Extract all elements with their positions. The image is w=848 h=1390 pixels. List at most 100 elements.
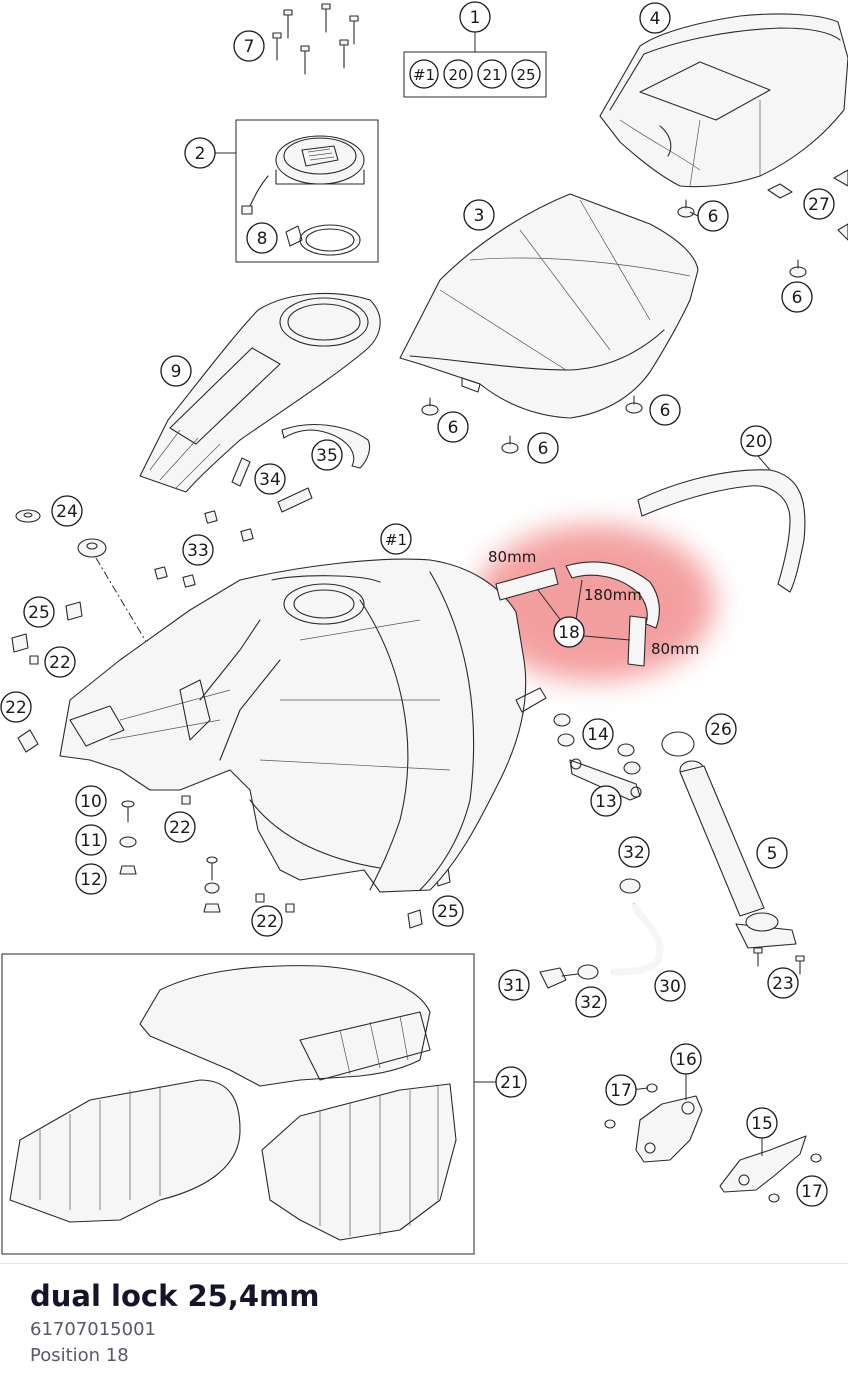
bracket-13[interactable] <box>569 758 642 801</box>
callout-18[interactable]: 18 <box>553 616 585 648</box>
callout-6-a[interactable]: 6 <box>697 200 729 232</box>
screw-set-center[interactable] <box>203 856 221 913</box>
part-position: Position 18 <box>30 1345 129 1366</box>
callout-31[interactable]: 31 <box>498 969 530 1001</box>
callout-22-c[interactable]: 22 <box>164 811 196 843</box>
valve-31[interactable] <box>539 967 579 989</box>
callout-6-d[interactable]: 6 <box>437 411 469 443</box>
svg-text:22: 22 <box>5 698 27 718</box>
screw-10[interactable] <box>121 800 135 823</box>
callout-6-c[interactable]: 6 <box>649 394 681 426</box>
callout-10[interactable]: 10 <box>75 785 107 817</box>
svg-text:35: 35 <box>316 446 338 466</box>
kit-box-items: #1 20 21 25 <box>409 59 541 89</box>
callout-21[interactable]: 21 <box>495 1066 527 1098</box>
callout-11[interactable]: 11 <box>75 824 107 856</box>
callout-5[interactable]: 5 <box>756 837 788 869</box>
pads-34[interactable] <box>231 457 313 513</box>
svg-text:2: 2 <box>195 144 206 164</box>
svg-text:9: 9 <box>171 362 182 382</box>
callout-32-a[interactable]: 32 <box>618 836 650 868</box>
svg-text:26: 26 <box>710 720 732 740</box>
fuel-tank-1[interactable] <box>59 558 547 893</box>
callout-17-b[interactable]: 17 <box>796 1175 828 1207</box>
callout-7[interactable]: 7 <box>233 30 265 62</box>
svg-text:17: 17 <box>610 1081 632 1101</box>
callout-22-d[interactable]: 22 <box>251 905 283 937</box>
svg-text:22: 22 <box>256 912 278 932</box>
callout-14[interactable]: 14 <box>582 718 614 750</box>
exploded-parts-diagram: 80mm 180mm 80mm #1 20 21 25 1 4 7 2 8 27… <box>0 1 848 1255</box>
clips-33[interactable] <box>154 510 254 588</box>
svg-text:22: 22 <box>49 653 71 673</box>
fuel-cap-2[interactable] <box>241 135 365 215</box>
svg-text:32: 32 <box>580 993 602 1013</box>
callout-15[interactable]: 15 <box>746 1107 778 1139</box>
svg-text:#1: #1 <box>413 66 435 84</box>
callout-22-b[interactable]: 22 <box>0 691 32 723</box>
callout-34[interactable]: 34 <box>254 463 286 495</box>
callout-9[interactable]: 9 <box>160 355 192 387</box>
divider <box>0 1263 848 1264</box>
callout-26[interactable]: 26 <box>705 713 737 745</box>
pillion-seat-4[interactable] <box>599 13 848 188</box>
screws-23[interactable] <box>753 947 805 975</box>
callout-32-b[interactable]: 32 <box>575 986 607 1018</box>
callout-3[interactable]: 3 <box>463 199 495 231</box>
screws-17[interactable] <box>604 1083 822 1203</box>
callout-8[interactable]: 8 <box>246 222 278 254</box>
svg-text:23: 23 <box>772 974 794 994</box>
svg-text:34: 34 <box>259 470 281 490</box>
svg-text:17: 17 <box>801 1182 823 1202</box>
svg-text:7: 7 <box>244 37 255 57</box>
washer-11[interactable] <box>119 836 137 848</box>
rubber-mounts-14[interactable] <box>553 713 641 775</box>
callout-tank-1[interactable]: #1 <box>380 523 412 555</box>
callout-6-e[interactable]: 6 <box>527 432 559 464</box>
callout-24[interactable]: 24 <box>51 495 83 527</box>
callout-17-a[interactable]: 17 <box>605 1074 637 1106</box>
callout-22-a[interactable]: 22 <box>44 646 76 678</box>
fuel-cap-gasket-8[interactable] <box>285 224 361 256</box>
callout-12[interactable]: 12 <box>75 863 107 895</box>
nuts-22[interactable] <box>17 655 295 913</box>
callout-23[interactable]: 23 <box>767 967 799 999</box>
callout-16[interactable]: 16 <box>670 1043 702 1075</box>
callout-25-b[interactable]: 25 <box>432 895 464 927</box>
filler-tube-5[interactable] <box>679 760 797 949</box>
clip-strip-35[interactable] <box>281 424 371 469</box>
svg-text:33: 33 <box>187 541 209 561</box>
hose-30[interactable] <box>611 902 664 976</box>
svg-text:18: 18 <box>558 623 580 643</box>
hose-clamp-32[interactable] <box>577 878 641 980</box>
dimension-180mm: 180mm <box>584 586 642 604</box>
nut-12[interactable] <box>119 865 137 875</box>
bracket-16[interactable] <box>635 1074 703 1163</box>
trim-strip-20[interactable] <box>637 469 806 593</box>
callout-30[interactable]: 30 <box>654 970 686 1002</box>
rubber-buffers-6[interactable] <box>421 199 807 454</box>
callout-35[interactable]: 35 <box>311 439 343 471</box>
rider-seat-3[interactable] <box>399 193 699 419</box>
spoiler-kit-21[interactable] <box>9 965 457 1241</box>
callout-33[interactable]: 33 <box>182 534 214 566</box>
dimension-80mm-bottom: 80mm <box>651 640 699 658</box>
callout-4[interactable]: 4 <box>639 2 671 34</box>
o-ring-26[interactable] <box>661 731 695 757</box>
svg-text:1: 1 <box>470 8 481 28</box>
callout-20[interactable]: 20 <box>740 425 772 457</box>
svg-text:16: 16 <box>675 1050 697 1070</box>
bolts-7[interactable] <box>272 3 359 75</box>
callout-1[interactable]: 1 <box>459 1 491 33</box>
callout-6-b[interactable]: 6 <box>781 281 813 313</box>
dual-lock-strips-18[interactable] <box>495 561 660 667</box>
callout-13[interactable]: 13 <box>590 785 622 817</box>
callout-25-a[interactable]: 25 <box>23 596 55 628</box>
bracket-15[interactable] <box>719 1135 807 1193</box>
clip-27[interactable] <box>767 169 848 241</box>
spoiler-kit-box <box>1 953 475 1255</box>
tank-cover-9[interactable] <box>139 292 381 493</box>
callout-27[interactable]: 27 <box>803 188 835 220</box>
callout-2[interactable]: 2 <box>184 137 216 169</box>
svg-text:21: 21 <box>500 1073 522 1093</box>
